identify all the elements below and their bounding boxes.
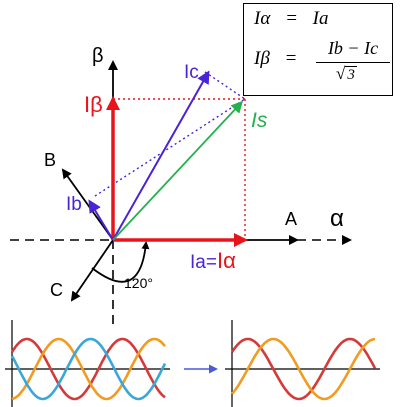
two-phase-waveform-panel xyxy=(225,320,380,407)
three-phase-curve-phase-2 xyxy=(11,337,166,401)
label-i-c: Ic xyxy=(184,62,199,83)
formula-2-lhs: Iβ xyxy=(254,48,270,69)
label-i-s: Is xyxy=(251,109,268,132)
dotted-blue-top xyxy=(204,71,246,100)
vector-i-b xyxy=(88,199,114,241)
two-phase-curve-phase-2 xyxy=(231,337,376,401)
formula-1-eq: = xyxy=(285,8,298,29)
label-C: C xyxy=(50,280,63,300)
formula-2-denominator-value: 3 xyxy=(345,66,357,83)
two-phase-curves xyxy=(230,337,377,401)
formula-2-eq: = xyxy=(284,48,298,69)
axis-B xyxy=(61,168,114,241)
angle-arc-120 xyxy=(91,241,150,283)
label-i-alpha: Iα xyxy=(217,248,236,273)
two-phase-curve-phase-1 xyxy=(230,337,377,401)
formula-1-lhs: Iα xyxy=(254,8,271,29)
label-alpha: α xyxy=(330,205,344,232)
three-phase-waveform-panel xyxy=(5,320,170,407)
three-phase-curve-phase-3 xyxy=(10,337,167,401)
three-phase-curve-phase-1 xyxy=(10,337,166,401)
label-B: B xyxy=(44,150,56,170)
vector-i-c xyxy=(112,70,210,241)
three-phase-curves xyxy=(10,337,167,401)
vector-i-s xyxy=(112,100,244,241)
clarke-formula-box: Iα = Ia Iβ = Ib − Ic √3 xyxy=(243,3,393,96)
label-i-beta: Iβ xyxy=(84,92,103,117)
label-i-a-prefix: Ia= xyxy=(190,252,217,273)
formula-2-fraction-bar xyxy=(316,62,390,64)
axis-C xyxy=(70,239,114,302)
label-beta: β xyxy=(92,45,104,67)
sqrt-symbol: √ xyxy=(336,64,346,83)
formula-2-numerator: Ib − Ic xyxy=(327,38,379,58)
formula-line-1: Iα = Ia xyxy=(254,8,328,30)
dotted-blue-diagonal xyxy=(94,98,246,197)
label-A: A xyxy=(285,209,297,229)
formula-1-rhs: Ia xyxy=(312,8,329,29)
label-angle-120: 120° xyxy=(124,275,153,291)
formula-line-2-lhs: Iβ = xyxy=(254,48,297,70)
formula-2-denominator: √3 xyxy=(336,64,357,84)
label-i-b: Ib xyxy=(66,194,82,215)
label-i-a: Ia=Iα xyxy=(190,248,236,273)
